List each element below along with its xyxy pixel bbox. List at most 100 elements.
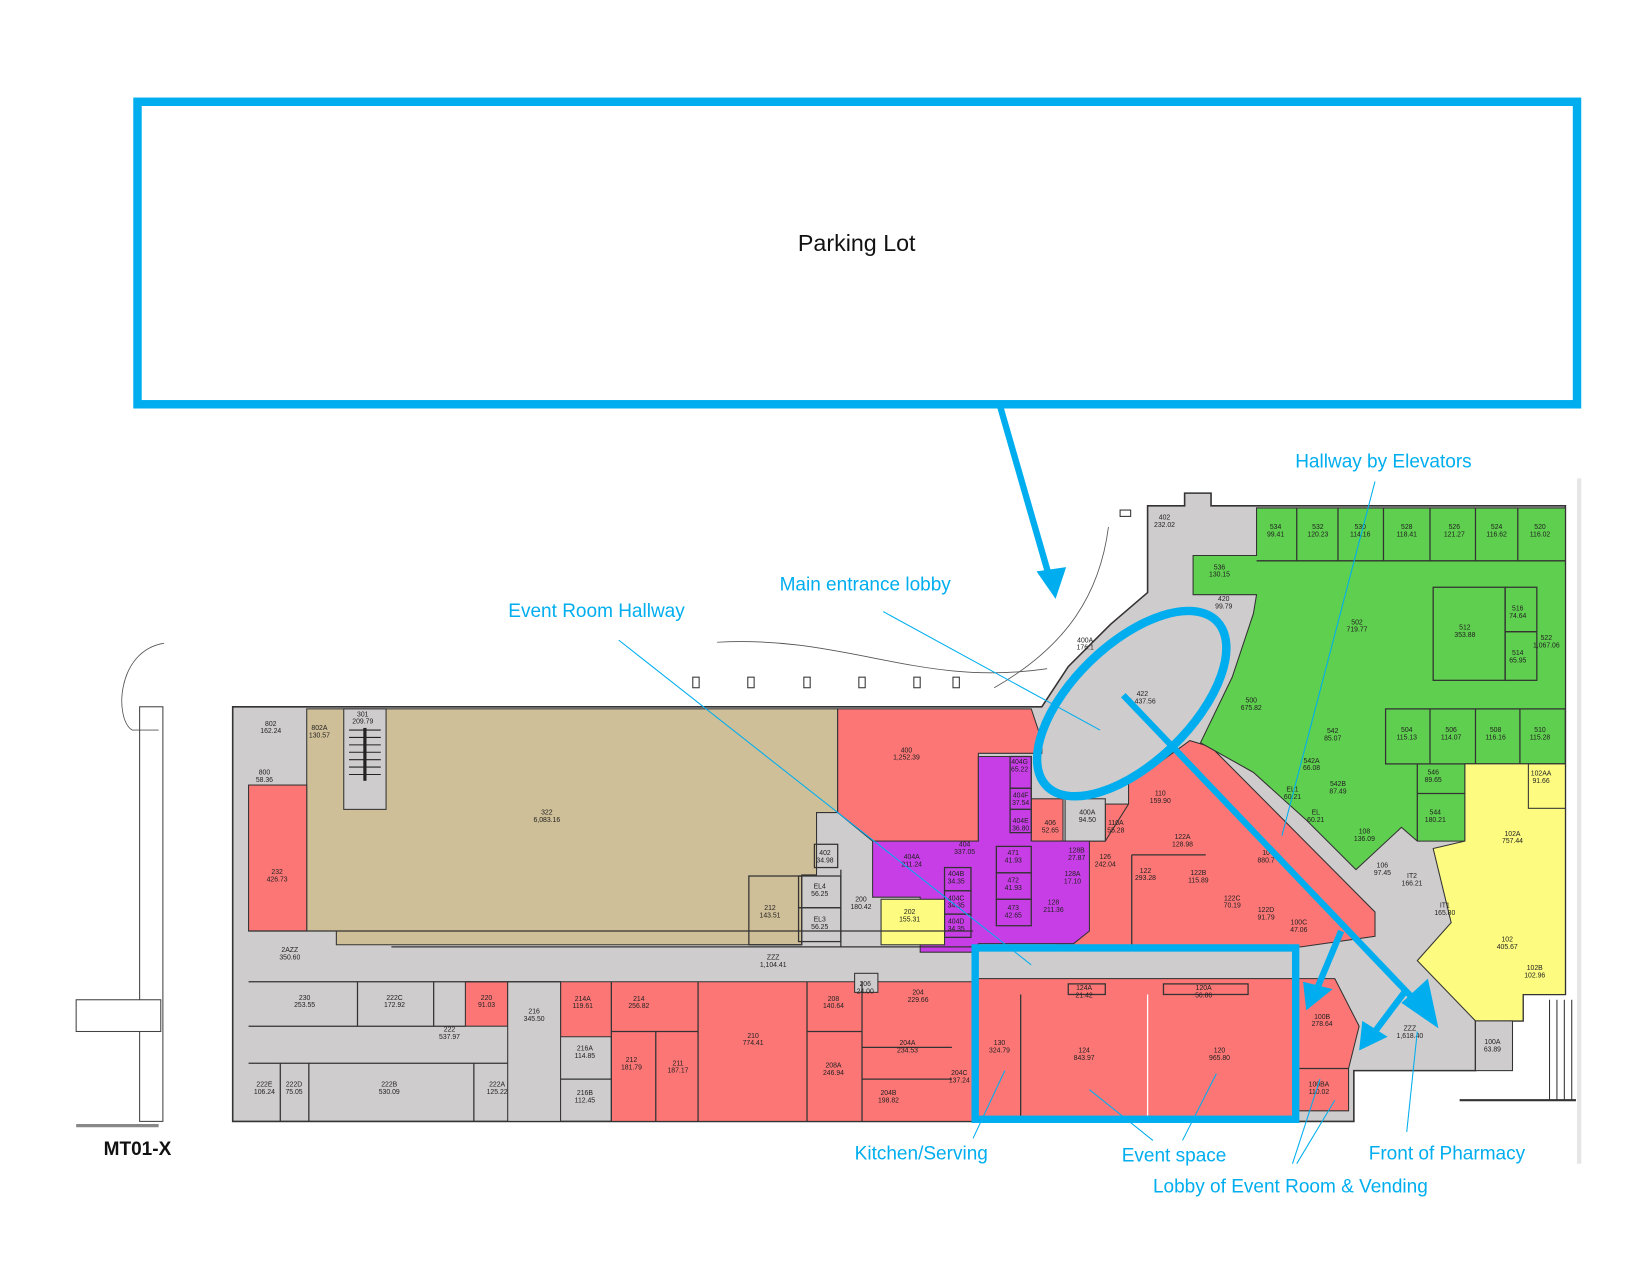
room-area: 128.98 (1172, 841, 1193, 848)
room-area: 1,618.40 (1397, 1033, 1424, 1040)
room-area: 65.22 (1011, 766, 1028, 773)
room-number: 120 (1214, 1048, 1226, 1055)
room-number: 204 (912, 989, 924, 996)
room-number: 510 (1534, 727, 1546, 734)
room-number: 211 (673, 1060, 684, 1067)
room-number: 800 (259, 769, 271, 776)
room-area: 114.16 (1350, 531, 1371, 538)
room-area: 140.64 (823, 1003, 844, 1010)
room-number: 506 (1445, 727, 1457, 734)
room-number: 214 (633, 996, 645, 1003)
room-number: 100B (1314, 1014, 1330, 1021)
room-area: 1,104.41 (760, 962, 787, 969)
room-area: 116.02 (1530, 531, 1551, 538)
room-area: 198.82 (878, 1097, 899, 1104)
room-number: 536 (1214, 564, 1226, 571)
room-number: 130 (994, 1040, 1006, 1047)
room-area: 234.53 (897, 1048, 918, 1055)
room-number: 128B (1069, 848, 1085, 855)
room-number: 404D (948, 919, 964, 926)
room-area: 58.36 (256, 777, 273, 784)
room-area: 1,067.06 (1533, 643, 1560, 650)
room-number: 504 (1401, 727, 1413, 734)
room-number: IT2 (1407, 873, 1417, 880)
room-number: ZZZ (767, 955, 780, 962)
room-number: 100A (1484, 1039, 1500, 1046)
room-area: 47.06 (1290, 927, 1307, 934)
column-markers (692, 509, 1132, 689)
room-number: 100C (1291, 920, 1307, 927)
room-area: 97.45 (1374, 870, 1391, 877)
room-area: 965.80 (1209, 1055, 1230, 1062)
room-area: 537.97 (439, 1034, 460, 1041)
leader-lines (618, 481, 1418, 1164)
room-number: 122B (1190, 870, 1206, 877)
room-area: 41.93 (1005, 885, 1022, 892)
room-number: 402 (819, 850, 831, 857)
room-area: 162.24 (260, 728, 281, 735)
room-number: EL (1312, 810, 1321, 817)
room-number: ZZZ (1404, 1025, 1417, 1032)
room-area: 843.97 (1074, 1055, 1095, 1062)
room-number: 402 (1159, 515, 1171, 522)
room-number: 471 (1008, 850, 1020, 857)
room-area: 118.41 (1396, 531, 1417, 538)
room-number: 204C (951, 1070, 967, 1077)
room-number: 400A (1077, 637, 1093, 644)
room-area: 36.80 (1012, 826, 1029, 833)
room-area: 137.24 (949, 1077, 970, 1084)
room-number: 516 (1512, 606, 1524, 613)
room-number: 202 (904, 909, 916, 916)
room-area: 211.36 (1043, 907, 1064, 914)
room-area: 130.15 (1209, 572, 1230, 579)
room-number: 500 (1246, 698, 1258, 705)
room-area: 256.82 (628, 1003, 649, 1010)
room-area: 115.89 (1188, 877, 1209, 884)
room-area: 41.93 (1005, 857, 1022, 864)
room-area: 21.42 (1076, 993, 1093, 1000)
room-number: EL4 (814, 884, 826, 891)
room-area: 65.95 (1509, 657, 1526, 664)
room-area: 75.05 (285, 1089, 302, 1096)
room-area: 350.60 (279, 955, 300, 962)
purple-partitions (943, 755, 1032, 938)
room-number: 802 (265, 721, 277, 728)
room-area: 6,083.16 (533, 817, 560, 824)
room-area: 675.82 (1241, 705, 1262, 712)
label-main-entrance-lobby: Main entrance lobby (780, 574, 952, 595)
